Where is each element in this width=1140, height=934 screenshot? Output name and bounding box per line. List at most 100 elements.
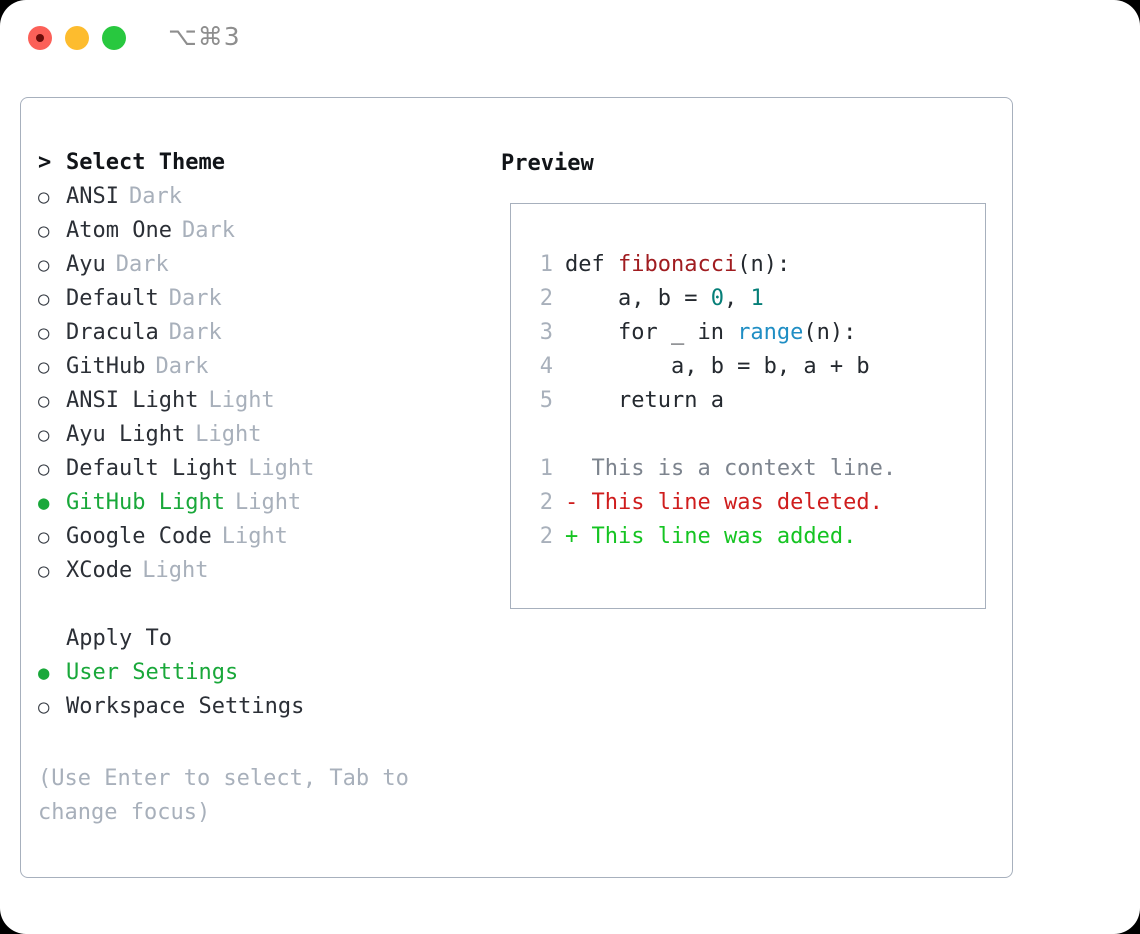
- radio-unselected-icon: ○: [38, 356, 50, 378]
- code-token: 1: [750, 286, 764, 311]
- theme-item-variant: Dark: [115, 252, 169, 277]
- theme-item-variant: Dark: [168, 286, 222, 311]
- diff-line: 2 + This line was added.: [531, 524, 979, 558]
- theme-item-variant: Dark: [181, 218, 235, 243]
- code-line-text: a, b = 0, 1: [565, 286, 764, 311]
- code-token: 0: [710, 286, 724, 311]
- theme-item-variant: Dark: [155, 354, 209, 379]
- code-token: (n):: [803, 320, 857, 345]
- title-bar: ⌥⌘3: [0, 0, 1140, 78]
- theme-item-variant: Light: [142, 558, 209, 583]
- keyboard-hint: (Use Enter to select, Tab to change focu…: [38, 766, 409, 825]
- select-theme-header: > Select Theme: [38, 150, 488, 184]
- theme-item-label: Default Light: [66, 456, 239, 481]
- theme-item-variant: Light: [234, 490, 302, 515]
- code-line-text: a, b = b, a + b: [565, 354, 870, 379]
- theme-item[interactable]: ○ Ayu Dark: [38, 252, 488, 286]
- diff-line-number: 2: [539, 490, 553, 515]
- radio-unselected-icon: ○: [38, 322, 50, 344]
- apply-to-list: ● User Settings ○Workspace Settings: [38, 660, 488, 728]
- theme-item-label: Google Code: [66, 524, 212, 549]
- select-theme-title: Select Theme: [66, 150, 225, 175]
- diff-line-number: 2: [539, 524, 553, 549]
- code-token: range: [737, 320, 804, 345]
- theme-item-label: Dracula: [66, 320, 159, 345]
- theme-item-variant: Light: [221, 524, 288, 549]
- radio-unselected-icon: ○: [38, 526, 50, 548]
- radio-unselected-icon: ○: [38, 288, 50, 310]
- radio-unselected-icon: ○: [38, 458, 50, 480]
- theme-item-label: Default: [66, 286, 159, 311]
- caret-icon: >: [38, 150, 52, 175]
- theme-item[interactable]: ○ Default Dark: [38, 286, 488, 320]
- radio-unselected-icon: ○: [38, 186, 50, 208]
- radio-selected-icon: ●: [38, 662, 50, 684]
- code-token: return a: [565, 388, 724, 413]
- code-token: (n):: [737, 252, 791, 277]
- theme-item-variant: Dark: [168, 320, 222, 345]
- code-line-number: 3: [539, 320, 553, 345]
- theme-item[interactable]: ○ Dracula Dark: [38, 320, 488, 354]
- apply-to-item[interactable]: ● User Settings: [38, 660, 488, 694]
- blank-marker-icon: ○: [38, 628, 66, 650]
- diff-sign: +: [565, 524, 592, 549]
- theme-item[interactable]: ○ Google Code Light: [38, 524, 488, 558]
- theme-item-variant: Light: [195, 422, 262, 447]
- diff-line-number: 1: [539, 456, 553, 481]
- code-token: a, b = b, a + b: [565, 354, 870, 379]
- code-line-number: 2: [539, 286, 553, 311]
- diff-line: 2- This line was deleted.: [531, 490, 979, 524]
- code-line: 2 a, b = 0, 1: [531, 286, 979, 320]
- apply-to-item-label: Workspace Settings: [66, 694, 305, 719]
- apply-to-item-label: User Settings: [66, 660, 239, 685]
- theme-item-label: Ayu: [66, 252, 106, 277]
- close-button[interactable]: [28, 26, 52, 50]
- code-line: 3 for _ in range(n):: [531, 320, 979, 354]
- window-title: ⌥⌘3: [168, 22, 241, 51]
- theme-item[interactable]: ○ Atom One Dark: [38, 218, 488, 252]
- theme-item-label: Atom One: [66, 218, 172, 243]
- theme-item[interactable]: ○ ANSI Dark: [38, 184, 488, 218]
- code-line-text: return a: [565, 388, 724, 413]
- code-line: 4 a, b = b, a + b: [531, 354, 979, 388]
- maximize-button[interactable]: [102, 26, 126, 50]
- diff-sign: -: [565, 490, 592, 515]
- minimize-button[interactable]: [65, 26, 89, 50]
- code-line-text: for _ in range(n):: [565, 320, 856, 345]
- preview-column: Preview: [501, 150, 1001, 184]
- theme-item-variant: Light: [208, 388, 275, 413]
- code-token: def: [565, 252, 618, 277]
- radio-unselected-icon: ○: [38, 254, 50, 276]
- theme-item-label: GitHub: [66, 354, 146, 379]
- apply-to-title: Apply To: [66, 626, 172, 651]
- diff-block: 1 This is a context line.2- This line wa…: [531, 456, 979, 558]
- code-line-text: def fibonacci(n):: [565, 252, 790, 277]
- radio-unselected-icon: ○: [38, 560, 50, 582]
- theme-item[interactable]: ○ GitHub Dark: [38, 354, 488, 388]
- theme-item-variant: Dark: [128, 184, 182, 209]
- radio-unselected-icon: ○: [38, 220, 50, 242]
- apply-to-item[interactable]: ○Workspace Settings: [38, 694, 488, 728]
- apply-to-header: ○ Apply To: [38, 626, 488, 660]
- diff-line-text: This is a context line.: [591, 456, 897, 481]
- diff-sign: [565, 456, 592, 481]
- diff-line: 1 This is a context line.: [531, 456, 979, 490]
- code-token: for _ in: [565, 320, 738, 345]
- code-line-number: 4: [539, 354, 553, 379]
- diff-line-text: This line was added.: [591, 524, 857, 549]
- diff-line-text: This line was deleted.: [591, 490, 883, 515]
- theme-item-label: ANSI: [66, 184, 119, 209]
- traffic-light-group: [28, 26, 126, 50]
